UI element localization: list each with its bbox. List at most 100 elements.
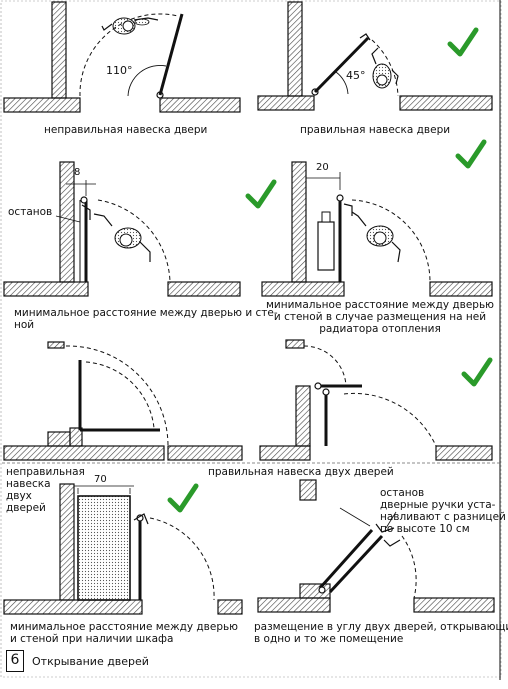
swing-arc	[97, 199, 171, 283]
door-leaf	[328, 534, 384, 594]
wall	[3, 599, 143, 615]
handle-note-line3: по высоте 10 см	[380, 523, 470, 535]
wall	[287, 1, 303, 97]
wall	[167, 281, 241, 297]
panel-min-distance-radiator	[261, 139, 493, 297]
caption-correct-hinge: правильная навеска двери	[300, 124, 451, 136]
figure-title: Открывание дверей	[32, 655, 149, 668]
wall	[3, 281, 89, 297]
figure-number: 6	[6, 650, 24, 672]
caption-corner-line1: размещение в углу двух дверей, открывающ…	[254, 621, 508, 633]
panel-correct-hinge	[257, 1, 493, 111]
caption-cabinet-line2: и стеной при наличии шкафа	[10, 633, 174, 645]
wall	[413, 597, 495, 613]
swing-arc	[371, 39, 399, 97]
panel-wrong-double-doors	[3, 341, 243, 461]
door-stop-icon	[133, 513, 149, 525]
panel-min-distance-wall	[3, 161, 277, 297]
swing-arc	[149, 517, 215, 601]
wall	[261, 281, 345, 297]
wall	[295, 385, 311, 447]
caption-wrong-double-line1: неправильная	[6, 466, 85, 478]
dimension-label: 70	[94, 474, 107, 485]
swing-arc	[65, 345, 169, 447]
caption-radiator-line3: радиатора отопления	[319, 323, 441, 335]
swing-arc	[85, 361, 155, 429]
swing-arc	[401, 535, 417, 599]
wall	[3, 445, 165, 461]
door-leaf	[158, 13, 184, 96]
hinge	[80, 196, 88, 204]
panel-correct-double-doors	[259, 339, 493, 461]
door-handle	[359, 33, 371, 41]
caption-radiator-line2: и стеной в случае размещения на ней	[273, 311, 487, 323]
panel-min-distance-cabinet	[3, 483, 243, 615]
panel-wrong-hinge	[3, 1, 241, 113]
caption-wrong-hinge: неправильная навеска двери	[44, 124, 208, 136]
leader-line	[55, 215, 81, 223]
person-icon	[93, 213, 151, 262]
angle-label: 45°	[346, 69, 366, 82]
wall	[285, 339, 305, 349]
wall	[59, 483, 75, 601]
caption-correct-double: правильная навеска двух дверей	[208, 466, 394, 478]
door-leaf	[318, 528, 374, 590]
radiator-icon	[317, 221, 335, 271]
caption-min-distance-wall-line1: минимальное расстояние между дверью и ст…	[14, 307, 278, 319]
person-icon	[101, 17, 159, 35]
handle-note-line2: навливают с разницей	[380, 511, 506, 523]
caption-radiator-line1: минимальное расстояние между дверью	[265, 299, 495, 311]
wall	[299, 479, 317, 501]
door-handle	[375, 523, 395, 533]
wall	[257, 95, 315, 111]
angle-arc	[127, 65, 167, 97]
wall	[217, 599, 243, 615]
caption-min-distance-wall-line2: ной	[14, 319, 35, 331]
stop-label: останов	[8, 206, 53, 218]
caption-cabinet-line1: минимальное расстояние между дверью	[10, 621, 239, 633]
wall	[3, 97, 81, 113]
caption-wrong-double-line4: дверей	[6, 502, 46, 514]
caption-wrong-double-line3: двух	[6, 490, 32, 502]
door-stop-icon	[81, 204, 91, 220]
hinge	[318, 586, 326, 594]
caption-corner-line2: в одно и то же помещение	[254, 633, 404, 645]
hinge	[314, 382, 322, 390]
wall	[159, 97, 241, 113]
wall	[429, 281, 493, 297]
angle-label: 110°	[106, 64, 133, 77]
check-mark-icon	[461, 357, 493, 387]
wall	[51, 1, 67, 99]
person-icon	[371, 47, 399, 89]
check-mark-icon	[167, 483, 199, 513]
sheet-frame	[0, 0, 502, 678]
swing-arc	[343, 392, 437, 447]
swing-arc	[79, 13, 179, 97]
wall	[399, 95, 493, 111]
swing-arc	[303, 345, 347, 387]
angle-arc	[335, 71, 349, 95]
swing-arc	[351, 199, 431, 283]
wall	[47, 341, 65, 349]
stop-note: останов	[380, 487, 425, 499]
dimension-label: 20	[316, 162, 329, 173]
leader-line	[339, 507, 371, 527]
dimension-label: 8	[74, 167, 81, 178]
cabinet-icon	[77, 495, 131, 601]
caption-wrong-double-line2: навеска	[6, 478, 51, 490]
wall	[257, 597, 331, 613]
wall	[59, 161, 75, 283]
hinge	[322, 388, 330, 396]
door-leaf	[313, 36, 370, 94]
panel-corner-two-doors	[257, 479, 495, 613]
check-mark-icon	[447, 27, 479, 57]
hinge	[336, 194, 344, 202]
check-mark-icon	[455, 139, 487, 169]
door-handle	[383, 539, 401, 547]
check-mark-icon	[245, 179, 277, 209]
person-icon	[351, 211, 401, 263]
wall	[435, 445, 493, 461]
leader-line	[385, 511, 397, 529]
